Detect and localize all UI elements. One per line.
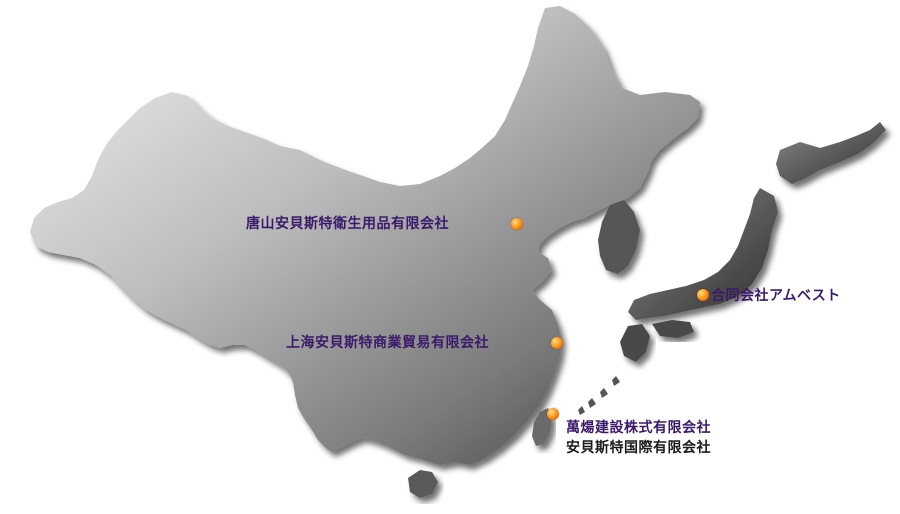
location-dot-japan[interactable] — [697, 289, 709, 301]
taiwan-island — [532, 408, 552, 446]
location-dot-taiwan[interactable] — [547, 408, 559, 420]
ryukyu-islands — [578, 376, 620, 415]
japan-shikoku — [652, 320, 694, 338]
china-landmass — [30, 6, 700, 465]
location-dot-shanghai[interactable] — [551, 337, 563, 349]
label-japan[interactable]: 合同会社アムベスト — [711, 288, 841, 304]
label-tangshan[interactable]: 唐山安貝斯特衛生用品有限会社 — [246, 216, 449, 232]
location-dot-tangshan[interactable] — [511, 218, 523, 230]
label-shanghai[interactable]: 上海安貝斯特商業貿易有限会社 — [286, 335, 489, 351]
japan-hokkaido — [776, 122, 886, 184]
japan-kyushu — [620, 324, 650, 362]
label-taiwan-subtitle: 安貝斯特国際有限会社 — [566, 440, 711, 456]
korea-peninsula — [598, 200, 640, 274]
label-taiwan[interactable]: 萬煬建設株式有限会社 — [566, 420, 711, 436]
hainan-island — [408, 470, 438, 498]
japan-honshu — [628, 188, 778, 320]
